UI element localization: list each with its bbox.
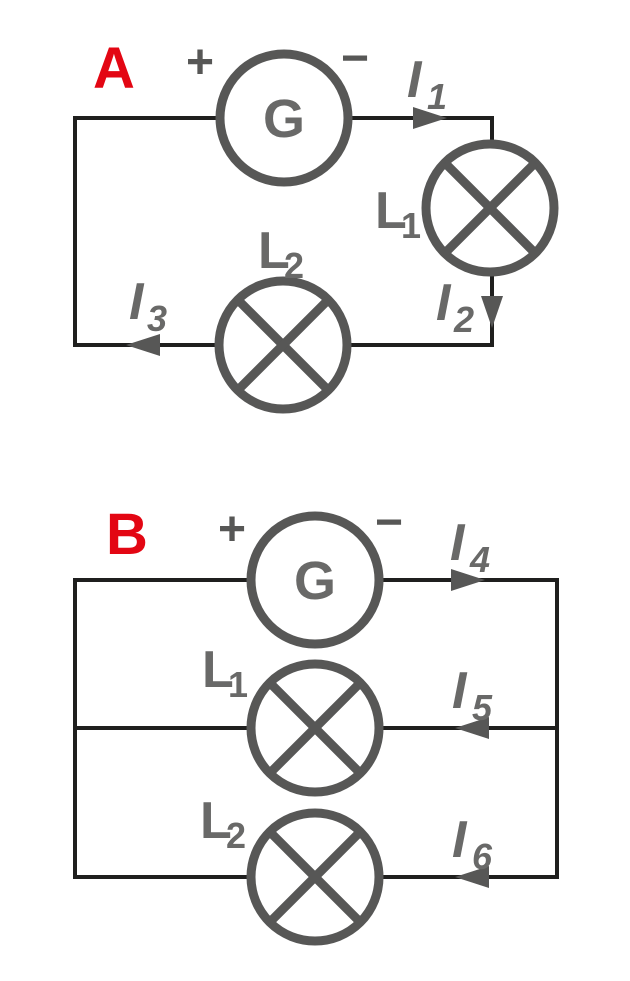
- current-sub-i6: 6: [472, 836, 493, 877]
- lamp-label-a-l1: L: [375, 182, 407, 240]
- lamp-label-b-l1: L: [202, 641, 234, 699]
- current-sub-i5: 5: [472, 687, 493, 728]
- wire-a-bottom-right: [345, 270, 494, 347]
- lamp-cross-a-l1: [441, 159, 539, 257]
- lamp-sub-b-l1: 1: [228, 664, 248, 705]
- generator-plus-b: +: [218, 503, 246, 556]
- circuit-b-label: B: [106, 502, 148, 567]
- circuit-b: G + − B I 4 L 1 I 5 L 2 I 6: [73, 496, 559, 946]
- current-label-i6: I: [452, 811, 468, 869]
- current-sub-i3: 3: [147, 298, 167, 339]
- lamp-cross-a-l2: [234, 296, 332, 394]
- generator-label-a: G: [263, 89, 305, 149]
- current-arrow-i2: [481, 296, 503, 328]
- current-arrow-i5: [455, 717, 489, 739]
- generator-plus-a: +: [186, 36, 214, 89]
- current-sub-i4: 4: [469, 539, 490, 580]
- lamp-sub-a-l2: 2: [284, 245, 304, 286]
- current-label-i1: I: [407, 51, 423, 109]
- current-label-i3: I: [129, 273, 145, 331]
- lamp-cross-b-l1: [266, 679, 364, 777]
- current-arrow-i3: [126, 334, 160, 356]
- wire-b-left-rail: [73, 578, 253, 879]
- current-arrow-i6: [455, 866, 489, 888]
- current-sub-i2: 2: [453, 299, 474, 340]
- current-arrow-i1: [413, 107, 447, 129]
- current-label-i5: I: [452, 662, 468, 720]
- generator-symbol-b: [246, 511, 384, 649]
- lamp-cross-b-l2: [266, 828, 364, 926]
- lamp-sub-a-l1: 1: [401, 205, 421, 246]
- current-sub-i1: 1: [427, 76, 447, 117]
- generator-label-b: G: [294, 551, 336, 611]
- lamp-label-a-l2: L: [258, 222, 290, 280]
- current-label-i2: I: [436, 274, 452, 332]
- generator-minus-b: −: [375, 496, 403, 549]
- generator-symbol-a: [215, 49, 353, 187]
- lamp-label-b-l2: L: [200, 792, 232, 850]
- circuit-a: G + − A I 1 L 1 I 2 L 2 I 3: [73, 32, 559, 414]
- current-label-i4: I: [450, 514, 466, 572]
- circuit-a-label: A: [93, 36, 135, 101]
- generator-minus-a: −: [341, 32, 369, 85]
- wire-a-top-right: [346, 116, 494, 146]
- lamp-sub-b-l2: 2: [226, 815, 246, 856]
- current-arrow-i4: [451, 569, 485, 591]
